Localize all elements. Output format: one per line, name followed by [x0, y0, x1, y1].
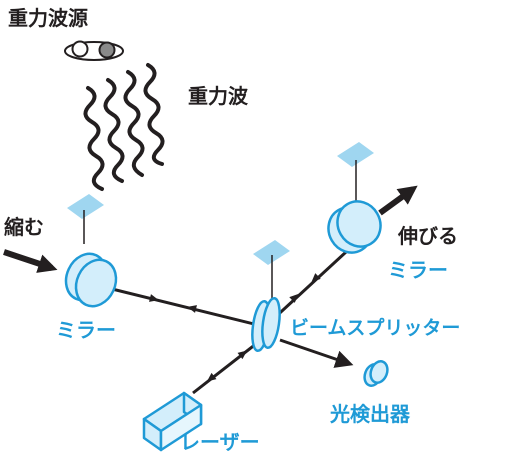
suspension-pads	[67, 142, 374, 300]
beam-splitter-label: ビームスプリッター	[290, 317, 461, 339]
laser-label: レーザー	[180, 430, 260, 454]
gravitational-wave-label: 重力波	[188, 84, 248, 108]
beam-splitter-icon	[251, 296, 281, 353]
laser-icon	[142, 391, 203, 452]
beam-direction-arrows	[149, 273, 321, 382]
stretch-label: 伸びる	[398, 224, 458, 248]
photodetector-label: 光検出器	[330, 402, 410, 426]
motion-arrows	[3, 185, 418, 273]
mirror-right-label: ミラー	[388, 258, 448, 282]
wave-source-icon	[64, 40, 124, 61]
mirror-right-icon	[327, 200, 382, 254]
mirror-left-label: ミラー	[56, 318, 116, 342]
wave-source-label: 重力波源	[8, 6, 88, 30]
mirror-left-icon	[64, 252, 118, 308]
gravitational-wave-icon	[83, 63, 165, 191]
photodetector-icon	[363, 360, 389, 387]
shrink-label: 縮む	[4, 215, 44, 239]
